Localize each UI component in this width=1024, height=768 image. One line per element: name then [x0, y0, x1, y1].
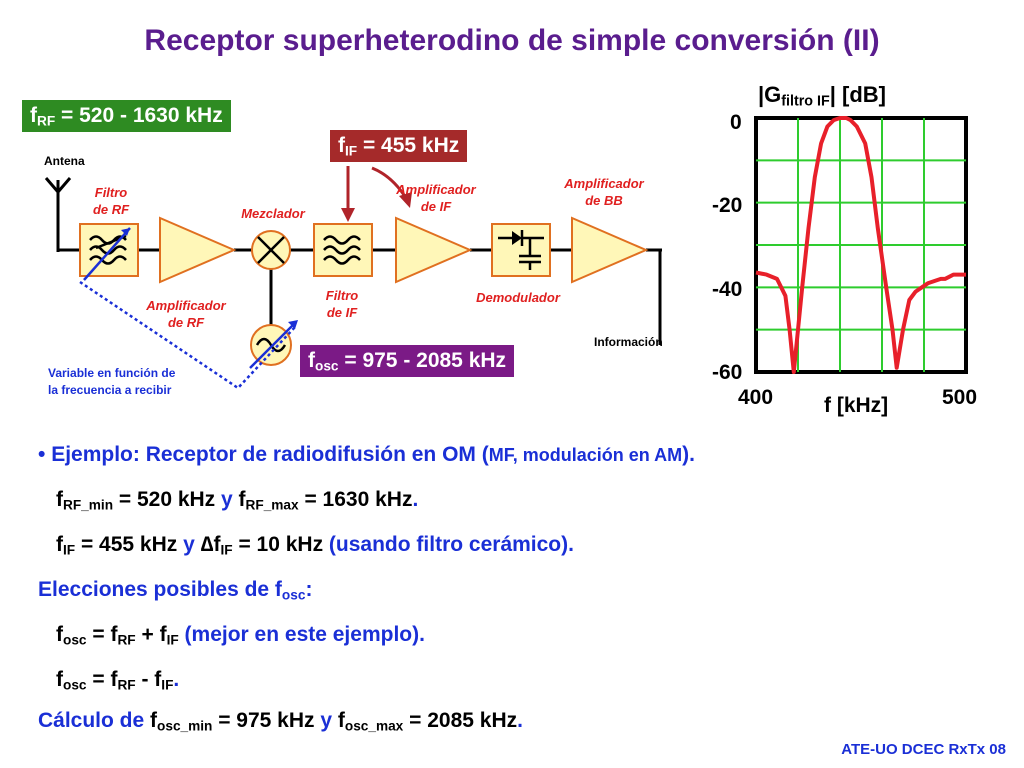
arrow-to-if-amp — [399, 192, 412, 208]
fif-rest: = 455 kHz — [357, 134, 460, 157]
graph-title: |Gfiltro IF| [dB] — [758, 82, 886, 110]
y-tick-40: -40 — [712, 278, 743, 301]
fif-box: fIF = 455 kHz — [330, 130, 468, 162]
x-tick-500: 500 — [942, 386, 978, 409]
frf-rest: = 520 - 1630 kHz — [55, 104, 223, 127]
arrow-to-if-filter — [341, 208, 355, 222]
filter-response-chart — [754, 116, 968, 374]
y-tick-0: 0 — [730, 111, 742, 134]
mixer-icon — [251, 230, 291, 270]
oscillator-icon — [249, 320, 298, 369]
x-axis-label: f [kHz] — [824, 394, 889, 417]
fosc-base: f — [308, 349, 315, 372]
output-label: Información — [594, 335, 663, 349]
block-diagram — [44, 166, 662, 390]
if-amplifier-icon — [395, 216, 473, 284]
example-line: • Ejemplo: Receptor de radiodifusión en … — [38, 443, 695, 466]
fif-base: f — [338, 134, 345, 157]
frf-range-line: fRF_min = 520 kHz y fRF_max = 1630 kHz. — [56, 488, 419, 513]
footer-label: ATE-UO DCEC RxTx 08 — [841, 741, 1006, 758]
fif-sub: IF — [345, 143, 358, 159]
frf-box: fRF = 520 - 1630 kHz — [22, 100, 231, 132]
frf-base: f — [30, 104, 37, 127]
if-filter-icon — [313, 223, 373, 277]
bb-amplifier-icon — [571, 216, 649, 284]
fosc-sub: osc — [315, 358, 339, 374]
ganged-tuning-link — [79, 280, 297, 390]
frf-sub: RF — [37, 113, 56, 129]
rf-amplifier-icon — [159, 216, 237, 284]
antenna-arm-left — [44, 177, 60, 193]
fosc-plus-line: fosc = fRF + fIF (mejor en este ejemplo)… — [56, 623, 425, 648]
fif-line: fIF = 455 kHz y ∆fIF = 10 kHz (usando fi… — [56, 533, 574, 558]
response-curve — [755, 116, 966, 374]
fosc-box: fosc = 975 - 2085 kHz — [300, 345, 515, 377]
fosc-rest: = 975 - 2085 kHz — [338, 349, 507, 372]
x-tick-400: 400 — [738, 386, 774, 409]
mixer-label: Mezclador — [241, 206, 305, 221]
fosc-minus-line: fosc = fRF - fIF. — [56, 668, 180, 693]
rf-filter-icon — [79, 223, 139, 281]
antenna-label: Antena — [44, 154, 85, 168]
fosc-calc-line: Cálculo de fosc_min = 975 kHz y fosc_max… — [38, 709, 523, 734]
demodulator-label: Demodulador — [476, 290, 560, 305]
page-title: Receptor superheterodino de simple conve… — [144, 24, 880, 57]
osc-choices-line: Elecciones posibles de fosc: — [38, 578, 313, 603]
y-tick-20: -20 — [712, 194, 743, 217]
antenna-arm-right — [56, 177, 72, 193]
demodulator-icon — [491, 223, 551, 277]
y-tick-60: -60 — [712, 361, 743, 384]
